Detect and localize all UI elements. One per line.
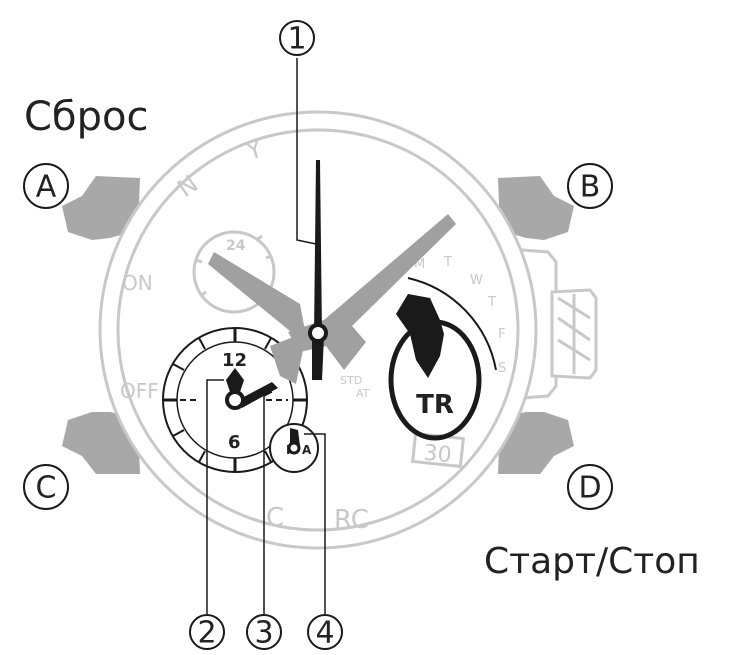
callout-2: 2 bbox=[190, 615, 224, 651]
button-letter-a: A bbox=[36, 170, 57, 205]
callout-4-number: 4 bbox=[315, 616, 334, 651]
callout-3-number: 3 bbox=[254, 616, 273, 651]
dow-s: S bbox=[498, 361, 506, 376]
dial-label-c: C bbox=[266, 503, 284, 533]
callout-1-number: 1 bbox=[287, 22, 306, 57]
dow-w: W bbox=[470, 273, 483, 288]
dial-label-std: STD bbox=[340, 374, 362, 387]
subdial-6-label: 6 bbox=[228, 432, 241, 453]
button-marker-a: A bbox=[24, 164, 68, 208]
callout-3: 3 bbox=[247, 615, 281, 651]
button-letter-b: B bbox=[580, 170, 601, 205]
button-letter-c: C bbox=[36, 471, 57, 506]
dial-label-on: ON bbox=[122, 271, 153, 295]
callout-1: 1 bbox=[280, 21, 314, 57]
dial-label-at: AT bbox=[356, 387, 370, 400]
dial-label-off: OFF bbox=[120, 379, 159, 403]
dial-label-rc: RC bbox=[334, 505, 369, 535]
subdial-a-label: A bbox=[302, 443, 312, 457]
subdial-24-label: 24 bbox=[226, 238, 246, 254]
reset-label: Сброс bbox=[24, 94, 148, 140]
button-letter-d: D bbox=[578, 471, 601, 506]
button-marker-c: C bbox=[24, 465, 68, 509]
subdial-12-label: 12 bbox=[222, 350, 247, 371]
date-value: 30 bbox=[422, 441, 452, 469]
button-marker-b: B bbox=[568, 164, 612, 208]
dow-t: T bbox=[443, 255, 452, 270]
callout-4: 4 bbox=[308, 615, 342, 651]
button-marker-d: D bbox=[568, 465, 612, 509]
start-stop-label: Старт/Стоп bbox=[484, 541, 700, 582]
dow-t2: T bbox=[487, 295, 496, 310]
callout-2-number: 2 bbox=[197, 616, 216, 651]
mode-indicator-text: TR bbox=[416, 390, 454, 420]
dow-f: F bbox=[498, 327, 505, 342]
